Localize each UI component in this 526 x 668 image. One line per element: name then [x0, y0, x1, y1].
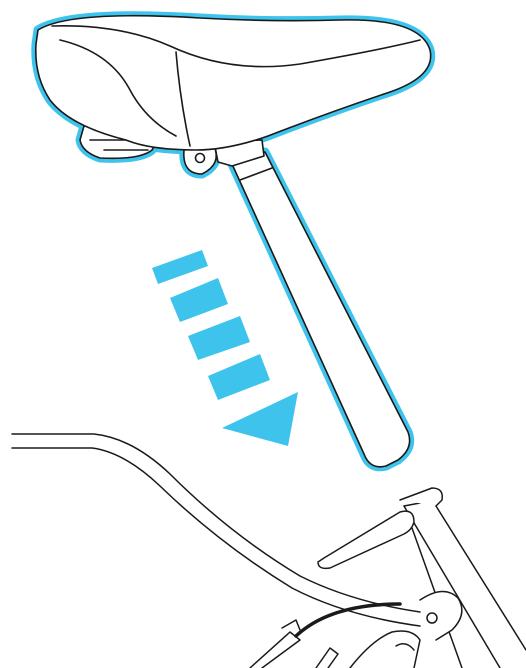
arrow-dash-1	[152, 250, 208, 284]
arrow-dash-3	[188, 316, 250, 360]
arrow-dash-4	[208, 354, 270, 400]
saddle-with-seatpost	[31, 11, 436, 472]
arrow-dash-2	[170, 278, 228, 322]
bike-frame	[11, 433, 526, 668]
seat-clamp-slot	[317, 510, 415, 570]
seat-tube-with-clamp	[249, 487, 526, 668]
insert-direction-arrow	[152, 250, 298, 446]
arrow-head	[222, 392, 298, 446]
clamp-bolt	[426, 612, 438, 624]
frame-top-tube	[11, 433, 421, 627]
